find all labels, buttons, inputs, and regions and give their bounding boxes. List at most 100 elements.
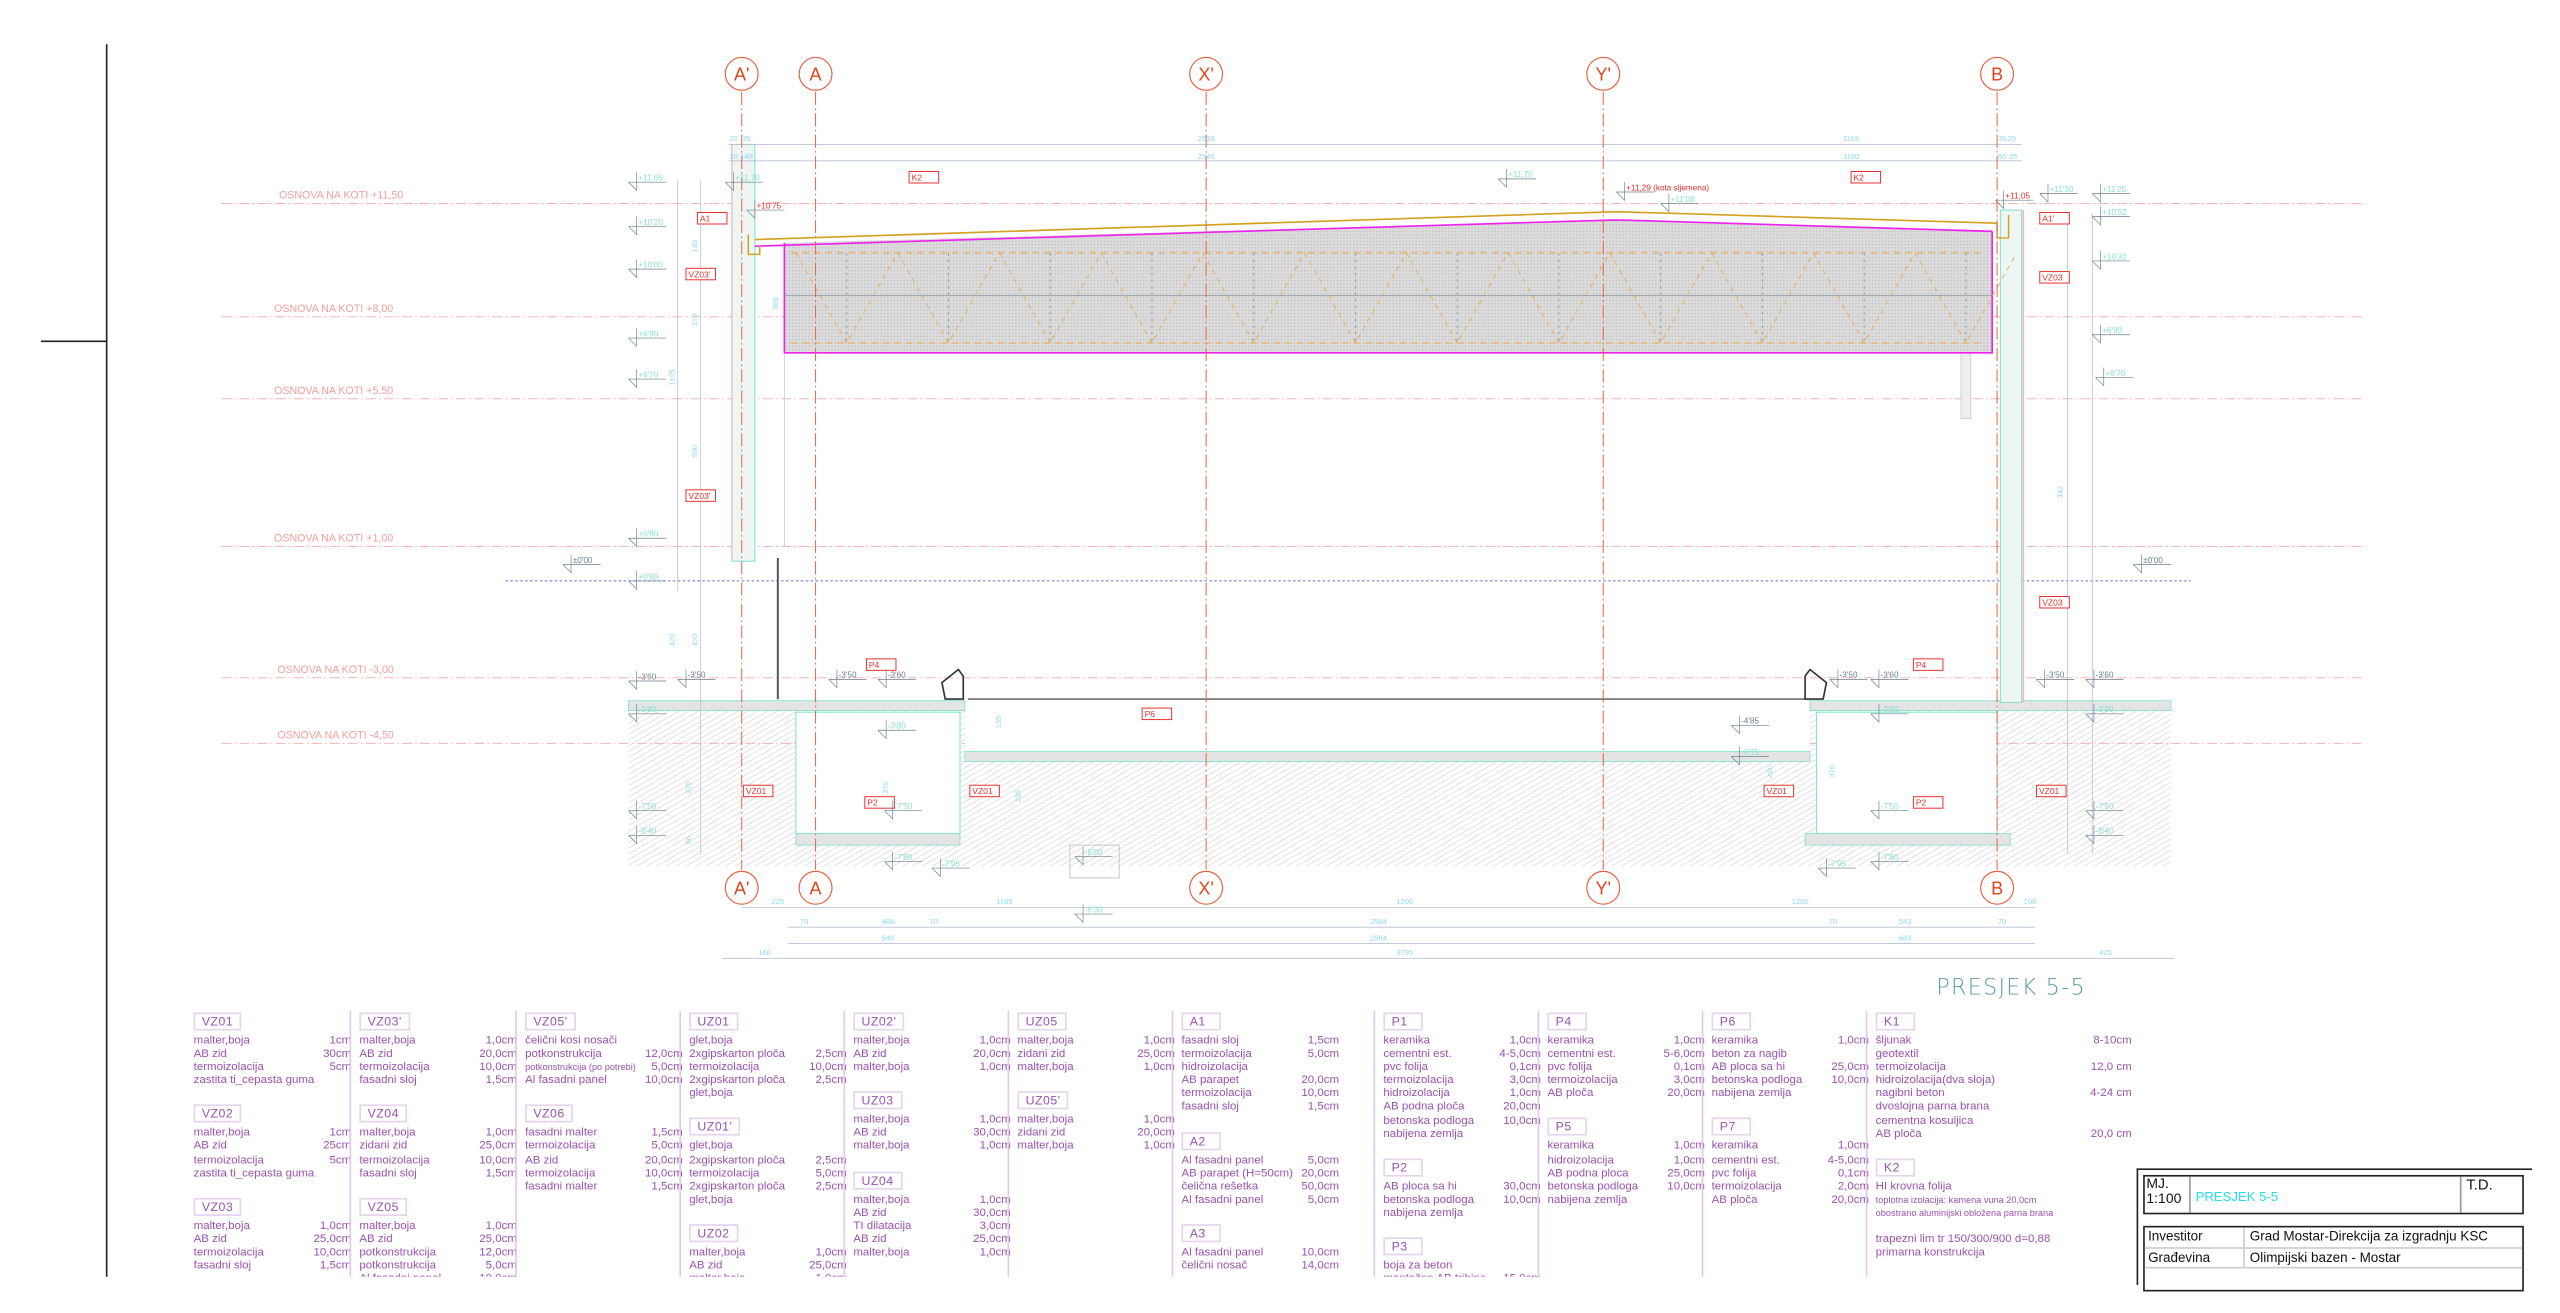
legend-separator — [1007, 1010, 1010, 1277]
elevation-symbol — [1074, 846, 1113, 866]
layer-name: termoizolacija — [689, 1167, 760, 1180]
layer-name: zidani zid — [1017, 1048, 1066, 1061]
layer-thickness: 5,0cm — [1307, 1048, 1340, 1061]
elevation-markers: +11,65+10'20+10'00+6'90+6'70+0'80+0'60±0… — [562, 169, 2172, 924]
layer-thickness: 12,0cm — [479, 1247, 517, 1259]
legend-code: VZ06 — [525, 1105, 573, 1124]
layer-name: malter,boja — [1017, 1114, 1074, 1127]
layer-name: zastita ti_cepasta guma — [193, 1075, 315, 1087]
axis-bubble — [1980, 870, 2015, 905]
layer-thickness: 1,0cm — [1509, 1035, 1541, 1047]
layer-thickness: 10,0cm — [644, 1167, 683, 1180]
elevation-value: +10'32 — [2102, 252, 2127, 261]
layer-name: AB parapet (H=50cm) — [1181, 1167, 1293, 1180]
legend-row: glet,boja — [689, 1035, 853, 1048]
layer-name: Al fasadni panel — [359, 1274, 454, 1277]
layer-thickness: 1,0cm — [1509, 1088, 1541, 1101]
elevation-symbol — [1870, 703, 1909, 723]
elevation-marker: ±0'00 — [562, 554, 601, 574]
elevation-marker: +11'25 — [2092, 183, 2131, 203]
elevation-marker: -7'50 — [884, 800, 923, 820]
layer-name: termoizolacija — [1181, 1048, 1252, 1061]
legend-separator — [679, 1010, 682, 1277]
layer-thickness: 2,5cm — [815, 1181, 847, 1193]
legend-code: UZ04 — [853, 1170, 902, 1190]
dimension-label: 683 — [1899, 933, 1912, 942]
layer-name: nabijena zemlja — [1547, 1194, 1628, 1206]
elevation-marker: -8'40 — [2085, 825, 2124, 845]
elevation-symbol — [2036, 669, 2075, 689]
elevation-marker: -8'30 — [1074, 904, 1113, 924]
elevation-marker: -7'50 — [2085, 800, 2124, 820]
elevation-symbol — [725, 172, 764, 192]
layer-thickness: 5cm — [329, 1154, 352, 1167]
element-tag: VZ01 — [1763, 784, 1795, 798]
layer-thickness: 20,0cm — [644, 1154, 683, 1167]
legend-row: glet,boja — [689, 1089, 853, 1102]
layer-thickness: 1,0cm — [979, 1062, 1011, 1074]
elevation-marker: -8'00 — [1074, 846, 1113, 866]
layer-name: AB zid — [689, 1260, 723, 1272]
layer-thickness: 1cm — [329, 1035, 352, 1047]
element-tag: K2 — [908, 170, 940, 184]
legend-row: glet,boja — [689, 1194, 853, 1207]
elevation-marker: -3'50 — [677, 669, 716, 689]
layer-name: malter,boja — [1017, 1141, 1074, 1153]
layer-name: malter,boja — [853, 1141, 910, 1153]
basement-room-right — [1816, 711, 1998, 835]
elevation-value: +11'30 — [2050, 185, 2074, 194]
layer-name: toplotna izolacija: kamena vuna 20,0cm — [1875, 1196, 2037, 1206]
dimension-label: 408 — [881, 917, 894, 926]
dimension-label: 235 — [1014, 790, 1023, 803]
layer-name: termoizolacija — [193, 1154, 264, 1167]
section-title: PRESJEK 5-5 — [1936, 974, 2086, 1002]
elevation-symbol — [628, 259, 667, 279]
title-block: MJ. 1:100 PRESJEK 5-5 T.D. Investitor Gr… — [2136, 1168, 2533, 1292]
layer-name: malter,boja — [853, 1062, 910, 1074]
elevation-symbol — [1731, 715, 1769, 735]
dimension-label: 1200 — [1792, 897, 1809, 906]
tag-label: VZ01 — [972, 786, 993, 796]
legend-code: VZ02 — [193, 1105, 242, 1124]
elevation-marker: +0'80 — [628, 528, 667, 548]
grid-axes: A'A'AAX'X'Y'Y'BB — [724, 56, 2015, 905]
element-tag: A1' — [2039, 212, 2070, 225]
layer-name: malter,boja — [359, 1127, 416, 1140]
layer-thickness: 10,0cm — [479, 1062, 517, 1074]
info-value: Grad Mostar-Direkcija za izgradnju KSC — [2249, 1229, 2489, 1244]
tag-box — [1141, 707, 1173, 721]
elevation-symbol — [1870, 669, 1909, 689]
legend-row: čelični kosi nosači — [525, 1035, 689, 1048]
layer-name: nagibni beton — [1875, 1088, 1945, 1101]
elevation-marker: +11,29 (kota sljemena) — [1616, 182, 1709, 201]
element-tag: P4 — [1912, 658, 1944, 671]
elevation-value: +0'60 — [638, 572, 658, 581]
elevation-value: +11'08 — [1671, 195, 1695, 204]
layer-name: betonska podloga — [1383, 1194, 1475, 1206]
layer-name: potkonstrukcija — [525, 1048, 602, 1061]
elevation-marker: +10'20 — [628, 216, 667, 236]
deck-slab-right — [1809, 700, 2172, 711]
axis-label-x-prime: X' — [1198, 878, 1213, 898]
element-tag: VZ03 — [2039, 596, 2070, 609]
legend-code: VZ03' — [359, 1012, 411, 1031]
element-tag: VZ01 — [2035, 784, 2067, 798]
layer-thickness: 2,5cm — [815, 1048, 847, 1061]
axis-bubble — [1586, 56, 1621, 91]
layer-name: termoizolacija — [1875, 1062, 1946, 1074]
layer-thickness: 10,0cm — [1667, 1181, 1705, 1193]
roof-insulation — [754, 219, 1993, 247]
